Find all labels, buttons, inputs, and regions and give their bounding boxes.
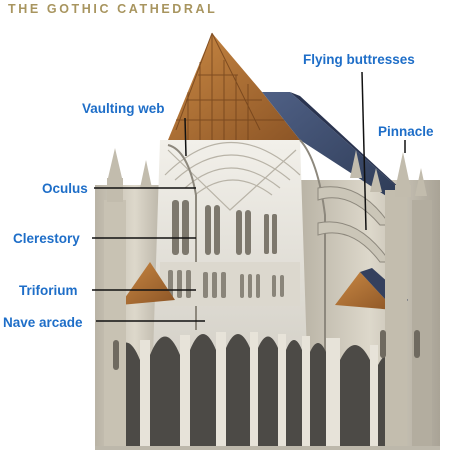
label-oculus: Oculus — [42, 181, 88, 196]
page-title: THE GOTHIC CATHEDRAL — [8, 2, 218, 16]
leader-line-flying-buttresses — [361, 71, 367, 231]
label-triforium: Triforium — [19, 283, 78, 298]
nave-piers — [140, 332, 378, 448]
diagram-labels: Vaulting web Flying buttresses Pinnacle … — [3, 52, 434, 330]
label-vaulting-web: Vaulting web — [82, 101, 165, 116]
label-flying-buttresses: Flying buttresses — [303, 52, 415, 67]
timber-roof-truss — [168, 33, 300, 140]
label-pinnacle: Pinnacle — [378, 124, 434, 139]
pinnacles — [107, 148, 427, 202]
slate-roof — [262, 92, 400, 205]
triforium-band — [160, 262, 300, 306]
nave-arcade-arches — [112, 334, 398, 448]
label-nave-arcade: Nave arcade — [3, 315, 83, 330]
leader-lines — [92, 71, 406, 322]
label-clerestory: Clerestory — [13, 231, 80, 246]
cathedral-structure — [95, 32, 440, 450]
leader-line-vaulting-web — [184, 117, 187, 157]
clerestory-windows — [172, 200, 277, 255]
